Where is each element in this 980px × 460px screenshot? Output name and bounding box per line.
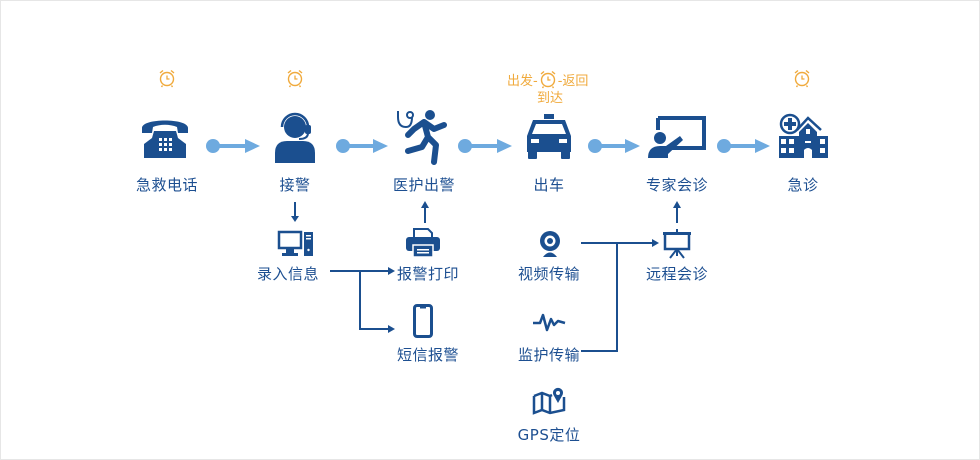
map-pin-icon [532,387,566,415]
node-label-print-alarm: 报警打印 [396,265,460,283]
node-label-sms-alarm: 短信报警 [396,346,460,364]
connector-line [359,271,389,330]
hospital-icon [779,113,828,158]
node-label-remote-consult: 远程会诊 [645,265,709,283]
timer-return-text: -返回 [557,73,589,89]
arrowhead [291,216,299,222]
node-label-ambulance-out: 出车 [533,176,565,194]
connector-arrow [336,139,388,153]
car-icon [527,114,571,159]
node-label-monitor-transfer: 监护传输 [517,346,581,364]
node-label-emergency-call: 急救电话 [135,176,199,194]
telephone-icon [142,120,188,158]
presentation-icon [648,116,706,158]
alarm-clock-icon [287,69,303,88]
timer-arrive-text: 到达 [536,91,564,106]
secondary-arrowheads [291,201,681,333]
node-label-receive-alarm: 接警 [279,176,311,194]
connector-arrow [206,139,260,153]
secondary-connectors [294,202,678,352]
alarm-clock-icon [540,70,556,89]
node-label-gps: GPS定位 [517,426,581,444]
connector-arrow [458,139,512,153]
node-label-medical-dispatch: 医护出警 [392,176,456,194]
arrowhead [673,201,681,208]
alarm-clock-icon [159,69,175,88]
projector-screen-icon [663,229,691,259]
arrowhead [652,239,659,247]
node-label-record-info: 录入信息 [256,265,320,283]
arrowhead [421,201,429,208]
running-doctor-icon [397,110,447,165]
printer-icon [406,228,440,258]
heartbeat-icon [533,313,566,332]
smartphone-icon [413,304,433,338]
connector-line [581,243,618,352]
computer-icon [277,230,313,256]
connector-arrow [588,139,640,153]
node-label-emergency-room: 急诊 [787,176,819,194]
webcam-icon [540,231,560,257]
headset-operator-icon [275,112,315,163]
alarm-clock-icon [794,69,810,88]
node-label-expert-consult: 专家会诊 [645,176,709,194]
connector-arrow [717,139,770,153]
node-label-video-transfer: 视频传输 [517,265,581,283]
arrowhead [388,267,395,275]
arrowhead [388,325,395,333]
dispatch-timer-annotation: 出发- -返回 [507,69,588,89]
timer-depart-text: 出发- [507,73,538,89]
